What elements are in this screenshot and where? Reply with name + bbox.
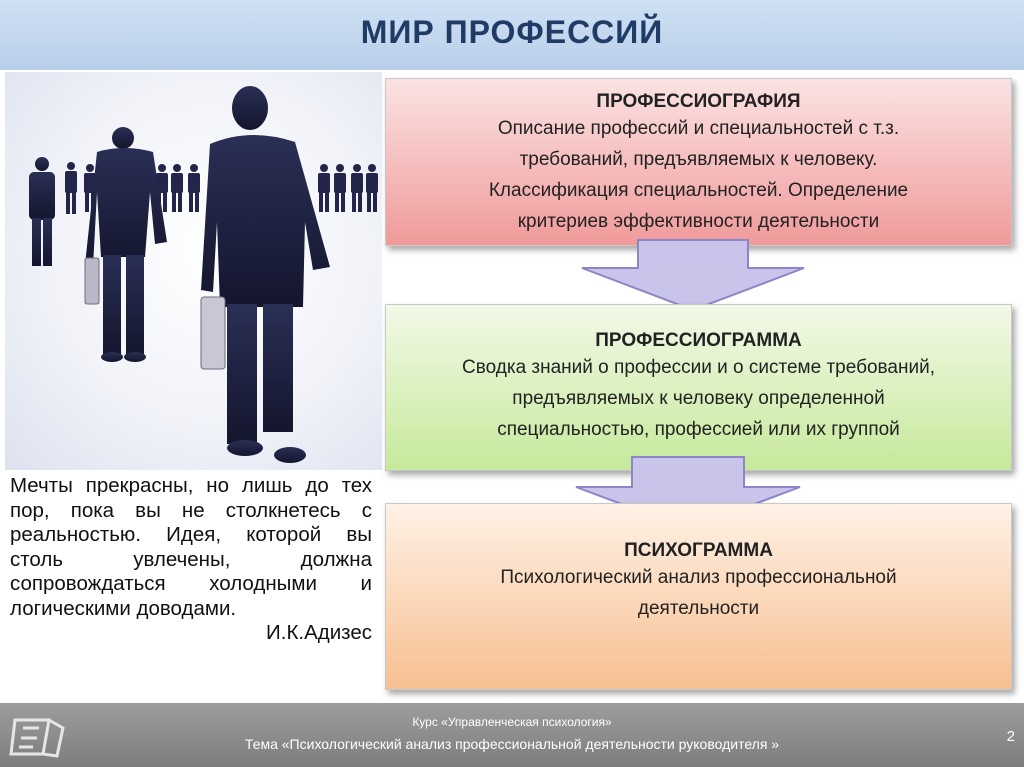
professiography-title: ПРОФЕССИОГРАФИЯ bbox=[596, 91, 801, 112]
professiogram-line-1: Сводка знаний о профессии и о системе тр… bbox=[462, 357, 935, 378]
university-logo-icon bbox=[9, 718, 65, 758]
businessmen-walking-image bbox=[5, 72, 382, 470]
professiography-line-3: Классификация специальностей. Определени… bbox=[488, 180, 909, 201]
professiogram-box: ПРОФЕССИОГРАММА Сводка знаний о професси… bbox=[385, 304, 1012, 471]
quote-author: И.К.Адизес bbox=[266, 621, 372, 644]
professiogram-line-2: предъявляемых к человеку определенной bbox=[512, 388, 885, 409]
professiogram-title: ПРОФЕССИОГРАММА bbox=[595, 330, 802, 351]
professiography-line-1: Описание профессий и специальностей с т.… bbox=[497, 118, 900, 139]
adizes-quote: Мечты прекрасны, но лишь до тех пор, пок… bbox=[10, 474, 372, 646]
footer-course: Курс «Управленческая психология» bbox=[412, 715, 612, 729]
quote-text: Мечты прекрасны, но лишь до тех пор, пок… bbox=[10, 474, 372, 620]
slide-header: МИР ПРОФЕССИЙ bbox=[0, 0, 1024, 70]
psychogram-box: ПСИХОГРАММА Психологический анализ профе… bbox=[385, 503, 1012, 690]
slide-title: МИР ПРОФЕССИЙ bbox=[360, 14, 664, 50]
psychogram-title: ПСИХОГРАММА bbox=[624, 540, 773, 561]
down-arrow-icon bbox=[581, 239, 805, 312]
professiogram-line-3: специальностью, профессией или их группо… bbox=[497, 419, 900, 440]
businessmen-silhouettes bbox=[29, 86, 378, 463]
slide-footer: Курс «Управленческая психология» Тема «П… bbox=[0, 703, 1024, 767]
psychogram-line-1: Психологический анализ профессиональной bbox=[500, 567, 897, 588]
page-number: 2 bbox=[1006, 728, 1015, 745]
footer-topic: Тема «Психологический анализ профессиона… bbox=[244, 736, 780, 752]
professiography-line-2: требований, предъявляемых к человеку. bbox=[519, 149, 878, 170]
professiography-line-4: критериев эффективности деятельности bbox=[517, 211, 880, 232]
professiography-box: ПРОФЕССИОГРАФИЯ Описание профессий и спе… bbox=[385, 78, 1012, 246]
psychogram-line-2: деятельности bbox=[637, 598, 760, 619]
